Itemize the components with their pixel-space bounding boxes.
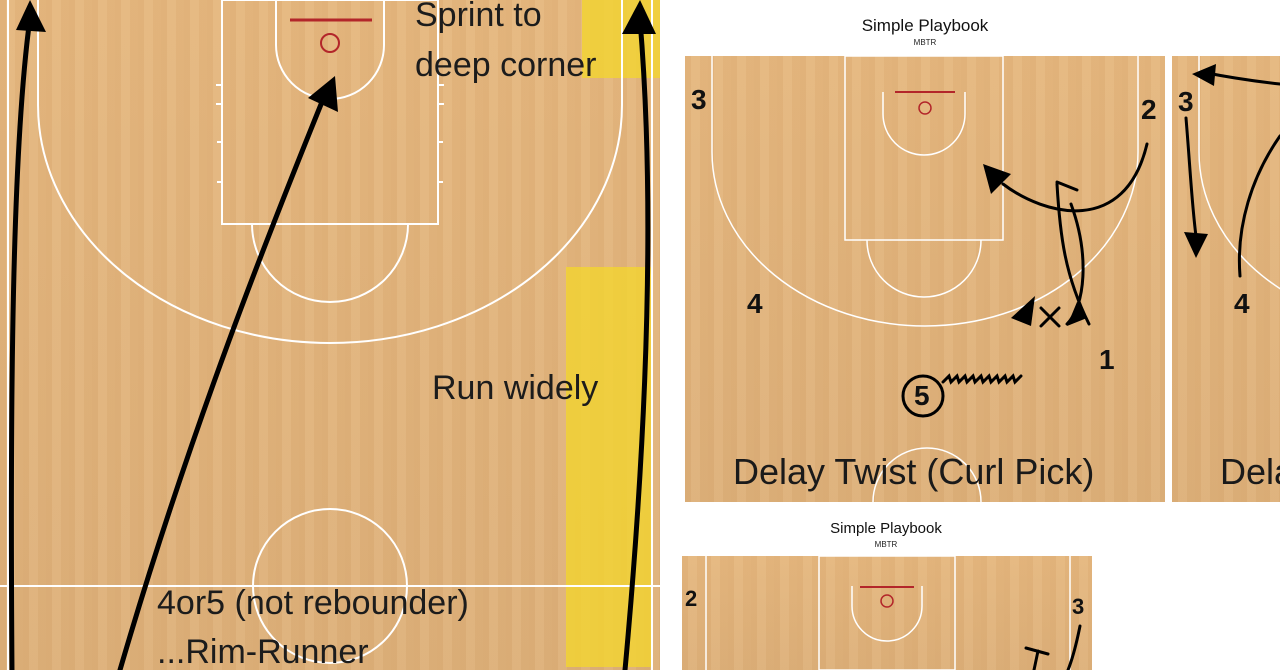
play2-court-lines [1184, 56, 1280, 290]
rim [320, 33, 340, 53]
left-court-diagram: Sprint to deep corner Run widely 4or5 (n… [0, 0, 660, 670]
play1-dribble-path [941, 373, 1023, 385]
play3-player-2: 2 [685, 586, 698, 611]
play1-player-1: 1 [1099, 344, 1115, 375]
play1-player-2: 2 [1141, 94, 1157, 125]
label-rim-runner-line1: 4or5 (not rebounder) [157, 584, 469, 622]
play1-court-diagram: 3 2 4 1 5 Delay Twist (Curl Pick) [685, 56, 1165, 502]
play1-name: Delay Twist (Curl Pick) [733, 451, 1095, 492]
play2-path-curve [1237, 134, 1280, 278]
label-sprint-line2: deep corner [415, 46, 597, 84]
sheet-bottom-title: Simple Playbook [830, 520, 942, 537]
run-arrow-center [117, 89, 329, 670]
play3-court-lines [705, 556, 1082, 670]
play1-player-4: 4 [747, 288, 763, 319]
sheet-top-title: Simple Playbook [861, 16, 989, 35]
play1-cut-path [1001, 142, 1149, 213]
play1-court-lines [711, 56, 1149, 502]
play1-player-5: 5 [914, 380, 930, 411]
run-arrow-left [8, 15, 33, 670]
play2-player-4: 4 [1234, 288, 1250, 319]
run-arrow-right [622, 17, 651, 670]
play3-cut-path [1066, 624, 1082, 670]
sheet-top-subtitle: MBTR [913, 38, 937, 47]
label-sprint-line1: Sprint to [415, 0, 542, 34]
play3-player-3: 3 [1072, 594, 1085, 619]
play1-player-3: 3 [691, 84, 707, 115]
play2-name-partial: Dela [1220, 451, 1280, 492]
arrowhead-left [16, 0, 46, 32]
play2-player-3: 3 [1178, 86, 1194, 117]
sheet-bottom-subtitle: MBTR [874, 540, 898, 549]
arrowhead-center [308, 76, 338, 112]
play2-path-down [1184, 116, 1198, 238]
player-5-circle [901, 374, 945, 418]
play1-cut-path-2 [1055, 182, 1091, 326]
play2-court-diagram: 3 4 Dela [1172, 56, 1280, 502]
label-rim-runner-line2: ...Rim-Runner [157, 633, 369, 670]
play3-court-diagram: 2 3 [682, 556, 1092, 670]
label-run-widely: Run widely [432, 369, 599, 407]
arrowhead-right [622, 0, 656, 34]
highlight-run-widely [566, 267, 652, 667]
left-court-lines [8, 0, 660, 670]
